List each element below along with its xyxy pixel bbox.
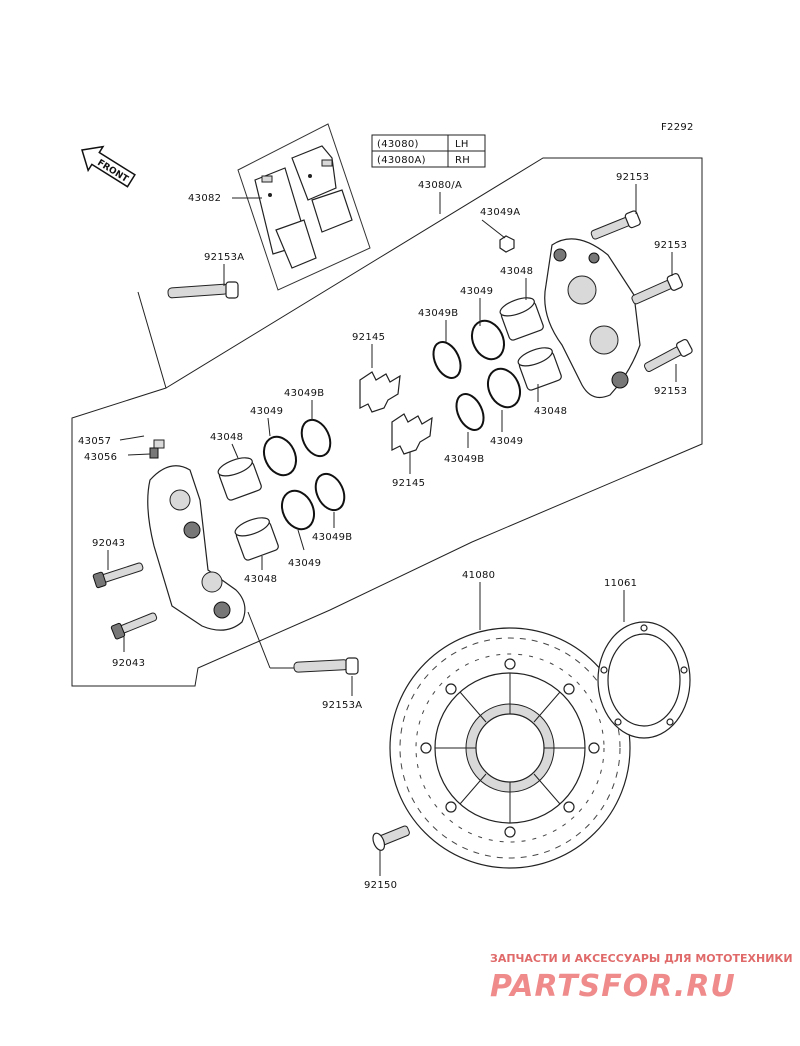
label-43049a: 43049A [480, 207, 520, 218]
label-43049b-r2: 43049B [444, 454, 484, 465]
label-43049-l2: 43049 [288, 558, 321, 569]
label-43049b-r1: 43049B [418, 308, 458, 319]
label-43049b-l1: 43049B [284, 388, 324, 399]
caliper-assembly-outline [71, 157, 703, 687]
bolt-92153a-bottom [293, 657, 359, 675]
label-92145-b: 92145 [392, 478, 425, 489]
label-92150: 92150 [364, 880, 397, 891]
label-92153-low: 92153 [654, 386, 687, 397]
label-92153-mid: 92153 [654, 240, 687, 251]
bolt-92153a-top [167, 281, 239, 299]
label-43082: 43082 [188, 193, 221, 204]
label-92043-a: 92043 [92, 538, 125, 549]
watermark-logo: PARTSFOR.RU [490, 969, 736, 1004]
label-43048-l1: 43048 [210, 432, 243, 443]
leader-lines [107, 184, 677, 876]
bolts-92043 [92, 562, 158, 640]
label-92153a-top: 92153A [204, 252, 244, 263]
caliper-left-half [147, 439, 246, 631]
pistons-seals-left [217, 418, 346, 561]
legend-side-lh: LH [455, 139, 469, 150]
label-43057: 43057 [78, 436, 111, 447]
caliper-right-half [544, 238, 641, 398]
label-92153-top: 92153 [616, 172, 649, 183]
label-92145-a: 92145 [352, 332, 385, 343]
label-43048-l2: 43048 [244, 574, 277, 585]
label-11061: 11061 [604, 578, 637, 589]
label-43048-r2: 43048 [534, 406, 567, 417]
label-92043-b: 92043 [112, 658, 145, 669]
legend-part-lh: (43080) [377, 139, 419, 150]
label-43049-l1: 43049 [250, 406, 283, 417]
front-arrow-icon: FRONT [81, 145, 136, 188]
part-labels: 43082 43080/A 43049A 92153 92153 92153 9… [78, 172, 687, 891]
disc-bolt-92150 [372, 825, 410, 851]
watermark: ЗАПЧАСТИ И АКСЕССУАРЫ ДЛЯ МОТОТЕХНИКИ PA… [490, 952, 793, 1004]
label-43049b-l2: 43049B [312, 532, 352, 543]
legend-part-rh: (43080A) [377, 155, 426, 166]
label-43048-r1: 43048 [500, 266, 533, 277]
label-41080: 41080 [462, 570, 495, 581]
label-43049-r1: 43049 [460, 286, 493, 297]
label-43080a: 43080/A [418, 180, 462, 191]
figure-code: F2292 [661, 122, 694, 133]
label-43056: 43056 [84, 452, 117, 463]
label-92153a-bottom: 92153A [322, 700, 362, 711]
legend-side-rh: RH [455, 155, 470, 166]
label-43049-r2: 43049 [490, 436, 523, 447]
watermark-tagline: ЗАПЧАСТИ И АКСЕССУАРЫ ДЛЯ МОТОТЕХНИКИ [490, 952, 793, 965]
brake-disc [389, 627, 631, 869]
pad-springs [359, 371, 433, 455]
disc-gasket [597, 621, 691, 739]
brake-pads [237, 123, 371, 291]
bolts-92153-right [499, 210, 693, 373]
legend-table: (43080) LH (43080A) RH [371, 134, 486, 168]
